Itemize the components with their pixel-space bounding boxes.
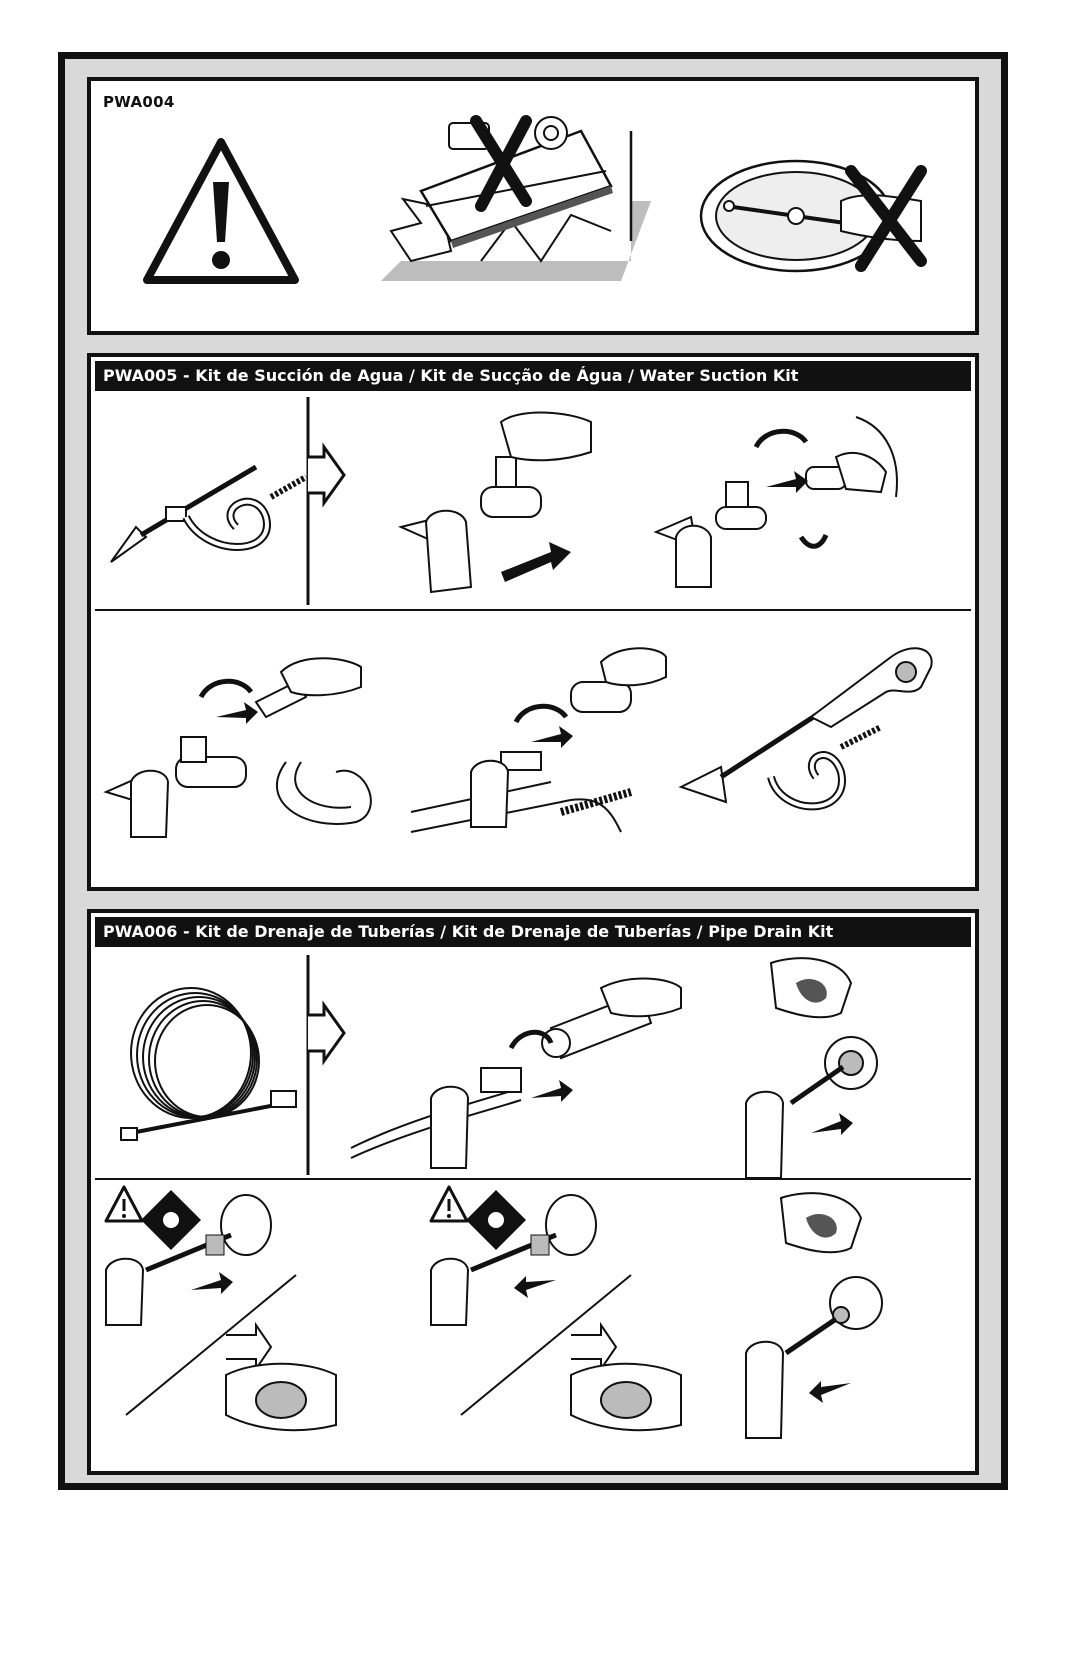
step-insert-into-gun: [741, 953, 881, 1183]
surface-cleaner-illustration: [381, 111, 651, 311]
panel-title: PWA005 - Kit de Succión de Agua / Kit de…: [95, 361, 971, 391]
step-withdraw-from-gun: [741, 1192, 883, 1443]
panel-pwa005: PWA005 - Kit de Succión de Agua / Kit de…: [87, 353, 979, 891]
panel-pwa004: PWA004: [87, 77, 979, 335]
panel-pwa006: PWA006 - Kit de Drenaje de Tuberías / Ki…: [87, 909, 979, 1475]
section-divider: [95, 1178, 971, 1180]
suction-kit-overview: [106, 437, 308, 577]
panel-code: PWA004: [103, 93, 175, 111]
panel-title: PWA006 - Kit de Drenaje de Tuberías / Ki…: [95, 917, 971, 947]
warning-triangle-icon: [104, 1185, 144, 1223]
step-connect-gun: [678, 627, 941, 827]
section-divider: [95, 609, 971, 611]
step-connect-adapter: [653, 416, 906, 597]
instruction-sheet-frame: PWA004: [58, 52, 1008, 1490]
flow-arrow-icon: [306, 955, 356, 1177]
step-attach-suction-hose: [103, 642, 386, 842]
step-remove-drain-from-pipe: [429, 1185, 701, 1435]
flow-arrow-icon: [306, 397, 356, 607]
step-insert-drain-in-pipe: [104, 1185, 356, 1435]
warning-triangle-icon: [141, 136, 301, 286]
step-tighten-adapter: [410, 642, 667, 842]
step-connect-drain-hose: [350, 968, 701, 1178]
step-attach-nozzle: [397, 411, 601, 602]
drain-hose-coil: [111, 983, 301, 1163]
surface-cleaner-underside-illustration: [691, 131, 941, 291]
